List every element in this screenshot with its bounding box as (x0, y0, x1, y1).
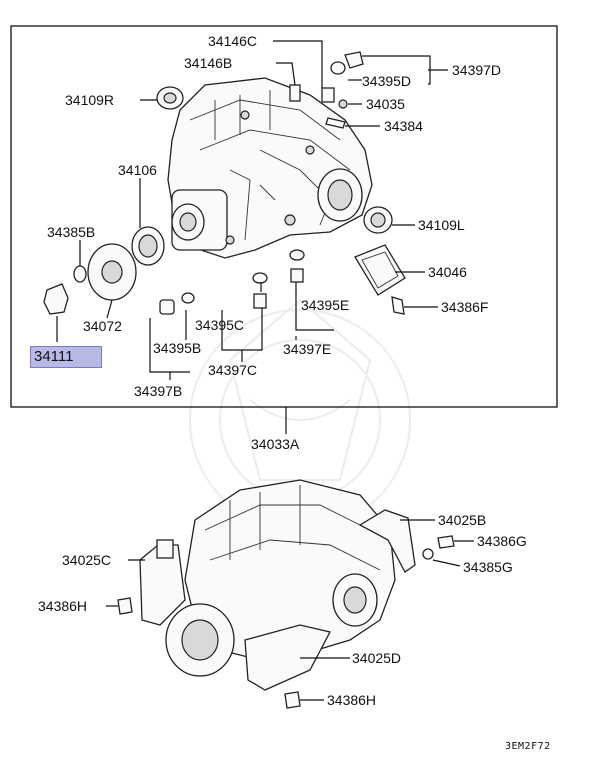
callout-34384[interactable]: 34384 (384, 118, 423, 134)
callout-34025c[interactable]: 34025C (62, 552, 112, 568)
callout-34386h-left[interactable]: 34386H (38, 598, 88, 614)
callout-34146c[interactable]: 34146C (208, 33, 258, 49)
bolt-34386h-left (117, 597, 133, 615)
callout-34109l[interactable]: 34109L (418, 217, 465, 233)
callout-34025b[interactable]: 34025B (438, 512, 487, 528)
callout-34395d[interactable]: 34395D (362, 73, 412, 89)
washer-34395b (181, 292, 195, 304)
leader-lines-upper (56, 40, 448, 434)
callout-34395e[interactable]: 34395E (301, 297, 350, 313)
plug-34397d (344, 51, 364, 69)
plug-34397b (159, 299, 175, 315)
callout-34106[interactable]: 34106 (118, 162, 157, 178)
callout-34385b[interactable]: 34385B (47, 224, 96, 240)
callout-34046[interactable]: 34046 (428, 264, 467, 280)
washer-34385b (73, 265, 87, 283)
callout-34025d[interactable]: 34025D (352, 650, 402, 666)
callout-34386g[interactable]: 34386G (477, 533, 527, 549)
differential-assembly (165, 479, 396, 677)
callout-34035[interactable]: 34035 (366, 96, 405, 112)
callout-34395b[interactable]: 34395B (153, 340, 202, 356)
differential-carrier-exploded (167, 77, 373, 259)
callout-34146b[interactable]: 34146B (184, 55, 233, 71)
washer-34385g (422, 548, 434, 560)
callout-34397b[interactable]: 34397B (134, 383, 183, 399)
leader-lines-lower (106, 519, 474, 701)
bracket-boss (156, 539, 174, 559)
callout-34386f[interactable]: 34386F (441, 299, 489, 315)
callout-34397c[interactable]: 34397C (208, 362, 258, 378)
exploded-view-frame (10, 25, 558, 408)
callout-34033a[interactable]: 34033A (251, 436, 300, 452)
vent-34035 (338, 99, 348, 109)
breather-plug (289, 84, 301, 102)
bracket-34025d (244, 624, 331, 691)
highlighted-part-box[interactable] (30, 346, 102, 368)
nut-34111 (43, 283, 69, 315)
plug-34397c (253, 293, 267, 309)
bolt-34386f (391, 296, 405, 315)
callout-34111[interactable]: 34111 (34, 348, 74, 365)
callout-34395c[interactable]: 34395C (195, 317, 245, 333)
bolt-34386g (437, 535, 455, 549)
washer-34395d (330, 61, 346, 75)
bracket-34025b (358, 509, 416, 573)
bolt-34386h-bottom (284, 691, 301, 709)
breather-cap (321, 87, 335, 103)
gasket-34046 (354, 244, 406, 296)
callout-34397d[interactable]: 34397D (452, 62, 502, 78)
washer-34395c (252, 272, 268, 284)
callout-34386h-bottom[interactable]: 34386H (327, 692, 377, 708)
callout-34385g[interactable]: 34385G (463, 559, 513, 575)
pin-34384 (325, 117, 346, 129)
callout-34397e[interactable]: 34397E (283, 341, 332, 357)
callout-34109r[interactable]: 34109R (65, 92, 115, 108)
callout-34072[interactable]: 34072 (83, 318, 122, 334)
diagram-code: 3EM2F72 (505, 741, 551, 752)
washer-34395e (289, 249, 305, 261)
plug-34397e (290, 268, 304, 283)
